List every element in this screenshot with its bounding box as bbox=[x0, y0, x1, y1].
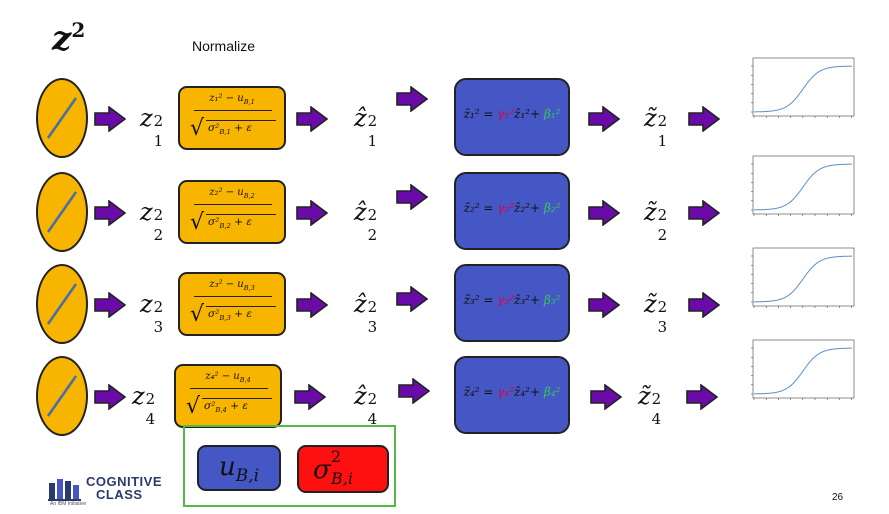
batch-variance-box: σ 2 B,i bbox=[297, 445, 389, 493]
linear-activation-neuron-icon bbox=[36, 356, 88, 436]
linear-activation-neuron-icon bbox=[36, 172, 88, 252]
right-arrow-icon bbox=[296, 105, 329, 133]
page-number: 26 bbox=[832, 492, 844, 503]
logo-line-2: CLASS bbox=[96, 487, 143, 502]
cognitive-class-books-icon bbox=[48, 479, 81, 501]
sigmoid-curve-plot bbox=[738, 336, 856, 412]
right-arrow-icon bbox=[686, 383, 719, 411]
normalize-numerator: z₄² − uB,4 bbox=[205, 371, 251, 384]
beta-term: β₃² bbox=[543, 293, 561, 307]
right-arrow-icon bbox=[94, 291, 127, 319]
right-arrow-icon bbox=[688, 199, 721, 227]
normalize-numerator: z₁² − uB,1 bbox=[209, 93, 255, 106]
scale-shift-formula-box: z̃₃² = γ₃²ẑ₃²+ β₃² bbox=[454, 264, 570, 342]
scale-shift-formula-box: z̃₁² = γ₁²ẑ₁²+ β₁² bbox=[454, 78, 570, 156]
batch-mean-box: uB,i bbox=[197, 445, 281, 491]
fraction-bar bbox=[194, 110, 272, 111]
normalize-heading: Normalize bbox=[192, 38, 256, 54]
fraction-bar bbox=[194, 204, 272, 205]
linear-activation-neuron-icon bbox=[36, 264, 88, 344]
right-arrow-icon bbox=[588, 291, 621, 319]
logo-tagline: An IBM Initiative bbox=[50, 501, 87, 507]
layer-title: z2 bbox=[52, 18, 86, 59]
right-arrow-icon bbox=[588, 199, 621, 227]
fraction-bar bbox=[190, 388, 268, 389]
right-arrow-icon bbox=[94, 383, 127, 411]
gamma-term: γ₂² bbox=[497, 201, 515, 215]
gamma-term: γ₃² bbox=[497, 293, 515, 307]
beta-term: β₂² bbox=[543, 201, 561, 215]
normalize-denominator: √σ²B,3 + ε bbox=[190, 302, 278, 327]
sigmoid-curve-plot bbox=[738, 244, 856, 320]
right-arrow-icon bbox=[94, 199, 127, 227]
gamma-term: γ₁² bbox=[497, 107, 515, 121]
right-arrow-icon bbox=[396, 85, 429, 113]
normalize-numerator: z₂² − uB,2 bbox=[209, 187, 255, 200]
right-arrow-icon bbox=[294, 383, 327, 411]
logo-line-1: COGNITIVE bbox=[86, 474, 163, 489]
normalize-numerator: z₃² − uB,3 bbox=[209, 279, 255, 292]
sigmoid-curve-plot bbox=[738, 152, 856, 228]
normalize-denominator: √σ²B,1 + ε bbox=[190, 116, 278, 141]
statistics-legend: uB,i σ 2 B,i bbox=[183, 425, 396, 507]
scale-shift-formula-box: z̃₄² = γ₄²ẑ₄²+ β₄² bbox=[454, 356, 570, 434]
normalize-formula-box: z₁² − uB,1 √σ²B,1 + ε bbox=[178, 86, 286, 150]
right-arrow-icon bbox=[688, 291, 721, 319]
right-arrow-icon bbox=[396, 285, 429, 313]
normalize-denominator: √σ²B,2 + ε bbox=[190, 210, 278, 235]
right-arrow-icon bbox=[398, 377, 431, 405]
gamma-term: γ₄² bbox=[497, 385, 515, 399]
right-arrow-icon bbox=[94, 105, 127, 133]
scale-shift-formula-box: z̃₂² = γ₂²ẑ₂²+ β₂² bbox=[454, 172, 570, 250]
right-arrow-icon bbox=[590, 383, 623, 411]
fraction-bar bbox=[194, 296, 272, 297]
sigmoid-curve-plot bbox=[738, 54, 856, 130]
normalize-formula-box: z₃² − uB,3 √σ²B,3 + ε bbox=[178, 272, 286, 336]
right-arrow-icon bbox=[588, 105, 621, 133]
beta-term: β₁² bbox=[543, 107, 561, 121]
linear-activation-neuron-icon bbox=[36, 78, 88, 158]
beta-term: β₄² bbox=[543, 385, 561, 399]
right-arrow-icon bbox=[688, 105, 721, 133]
right-arrow-icon bbox=[296, 199, 329, 227]
normalize-denominator: √σ²B,4 + ε bbox=[186, 394, 274, 419]
right-arrow-icon bbox=[296, 291, 329, 319]
right-arrow-icon bbox=[396, 183, 429, 211]
normalize-formula-box: z₄² − uB,4 √σ²B,4 + ε bbox=[174, 364, 282, 428]
normalize-formula-box: z₂² − uB,2 √σ²B,2 + ε bbox=[178, 180, 286, 244]
